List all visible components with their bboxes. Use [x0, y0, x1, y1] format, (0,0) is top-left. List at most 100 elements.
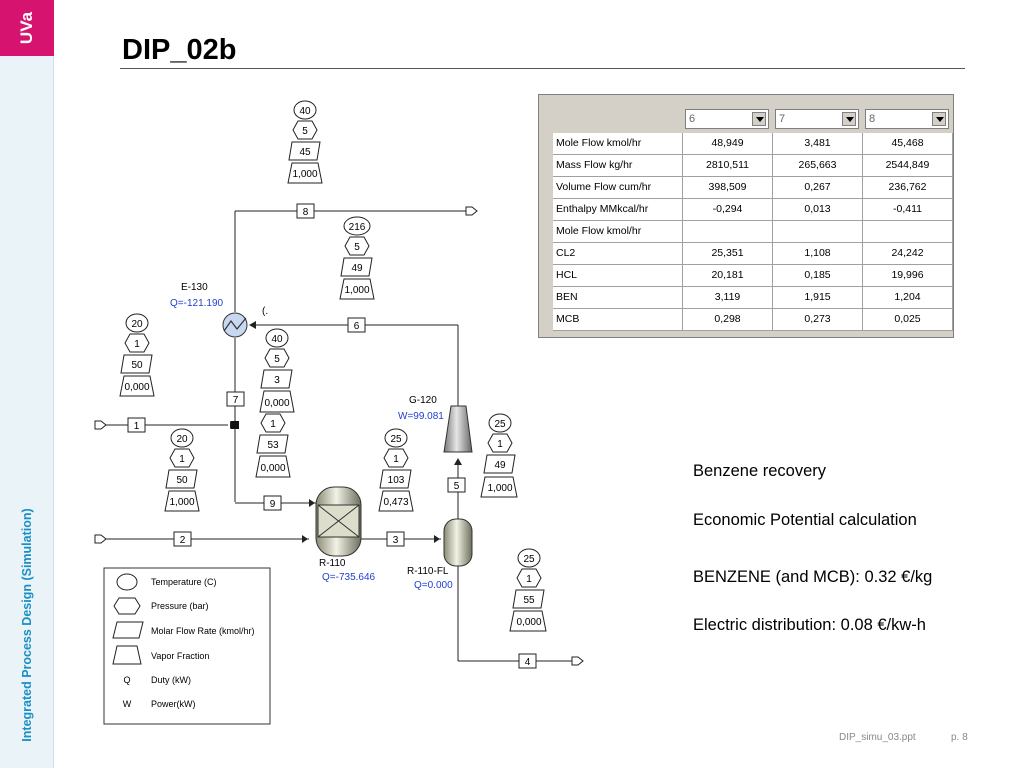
reactor-bed-cross [317, 504, 360, 538]
table-cell [863, 221, 953, 243]
outlet-arrow-8 [465, 206, 478, 216]
s8-temperature: 40 [299, 106, 311, 117]
legend-temperature-label: Temperature (C) [151, 577, 217, 587]
temperature-ellipse [293, 100, 317, 120]
arrow-head [249, 321, 256, 329]
stream-select-1[interactable]: 6 [685, 109, 769, 129]
stream-tag-6[interactable] [347, 317, 366, 333]
pressure-hexagon [516, 568, 542, 588]
vapor-trapezoid [287, 162, 323, 184]
stream-select-3-value: 8 [869, 113, 876, 125]
flow-parallelogram [288, 141, 321, 161]
note-electric-price: Electric distribution: 0.08 €/kw-h [693, 616, 926, 634]
heat-exchanger-zigzag [223, 317, 247, 332]
compressor-icon [443, 405, 473, 453]
inlet-arrow-1 [94, 420, 107, 430]
dropdown-arrow-icon[interactable] [842, 112, 856, 126]
vapor-trapezoid [164, 490, 200, 512]
stream-select-3[interactable]: 8 [865, 109, 949, 129]
stream-tag-7[interactable] [226, 391, 245, 407]
table-cell: 398,509 [683, 177, 773, 199]
s1-vapor: 0,000 [124, 382, 149, 393]
dropdown-arrow-icon[interactable] [932, 112, 946, 126]
s3-vapor: 0,473 [383, 497, 408, 508]
legend-duty-symbol: Q [123, 675, 130, 685]
pressure-hexagon [383, 448, 409, 468]
vapor-trapezoid [259, 390, 295, 413]
row-label: MCB [553, 309, 683, 331]
flow-parallelogram [340, 257, 373, 277]
flow-parallelogram [512, 589, 545, 609]
stream-select-2[interactable]: 7 [775, 109, 859, 129]
flow-parallelogram [260, 369, 293, 389]
s4-pressure: 1 [526, 574, 532, 585]
pressure-hexagon [124, 333, 150, 353]
flash-drum-r110fl[interactable] [443, 518, 473, 567]
arrow-head [454, 458, 462, 465]
table-cell: -0,294 [683, 199, 773, 221]
stream-tag-1-label: 1 [134, 421, 140, 432]
pressure-hexagon [344, 236, 370, 256]
row-label: Volume Flow cum/hr [553, 177, 683, 199]
flow-parallelogram [256, 434, 289, 454]
compressor-g120[interactable] [443, 405, 473, 453]
stream-8-stack-shapes [287, 100, 323, 184]
legend-box: Q W Temperature (C) Pressure (bar) Molar… [103, 567, 271, 725]
pressure-hexagon [169, 448, 195, 468]
legend-power-label: Power(kW) [151, 699, 196, 709]
vapor-trapezoid [255, 455, 291, 478]
stream-tag-2[interactable] [173, 531, 192, 547]
r110fl-duty: Q=0.000 [414, 580, 453, 591]
g120-power: W=99.081 [398, 411, 444, 422]
r110fl-name: R-110-FL [407, 566, 449, 577]
pressure-hexagon [264, 348, 290, 368]
table-row: Mole Flow kmol/hr [553, 221, 953, 243]
temperature-ellipse [170, 428, 194, 448]
stream-tag-8[interactable] [296, 203, 315, 219]
temperature-ellipse [125, 313, 149, 333]
stream-tag-4[interactable] [518, 653, 537, 669]
pressure-hexagon [487, 433, 513, 453]
s9-pressure: 1 [270, 419, 276, 430]
table-cell [773, 221, 863, 243]
flash-drum-icon [443, 518, 473, 567]
s7-vapor: 0,000 [264, 398, 289, 409]
vapor-trapezoid [378, 490, 414, 512]
s3-temperature: 25 [390, 434, 402, 445]
vapor-trapezoid [119, 375, 155, 397]
table-cell: 0,267 [773, 177, 863, 199]
stream-9-stack-shapes [255, 413, 291, 478]
s2-temperature: 20 [176, 434, 188, 445]
arrow-head [434, 535, 440, 543]
footer-page-number: p. 8 [951, 732, 968, 743]
table-cell: 24,242 [863, 243, 953, 265]
note-benzene-price: BENZENE (and MCB): 0.32 €/kg [693, 568, 933, 586]
legend-temperature-icon [116, 573, 138, 591]
legend-duty-label: Duty (kW) [151, 675, 191, 685]
vapor-trapezoid [509, 610, 547, 632]
flow-parallelogram [379, 469, 412, 489]
stream-tag-3[interactable] [386, 531, 405, 547]
reactor-r110[interactable] [315, 486, 362, 557]
stream-tag-1[interactable] [127, 417, 146, 433]
legend-vapor-icon [112, 645, 142, 665]
g120-name: G-120 [409, 395, 437, 406]
temperature-ellipse [265, 328, 289, 348]
r110-duty: Q=-735.646 [322, 572, 376, 583]
flow-parallelogram [120, 354, 153, 374]
stream-tag-5[interactable] [447, 477, 466, 493]
legend-flow-icon [112, 621, 144, 639]
table-cell: 1,204 [863, 287, 953, 309]
temperature-ellipse [343, 216, 371, 236]
arrow-head [302, 535, 308, 543]
table-cell: 0,025 [863, 309, 953, 331]
e130-partial-label: (. [262, 306, 268, 317]
s7-pressure: 5 [274, 354, 280, 365]
stream-tag-9[interactable] [263, 495, 282, 511]
dropdown-arrow-icon[interactable] [752, 112, 766, 126]
heat-exchanger-e130[interactable] [222, 312, 248, 338]
